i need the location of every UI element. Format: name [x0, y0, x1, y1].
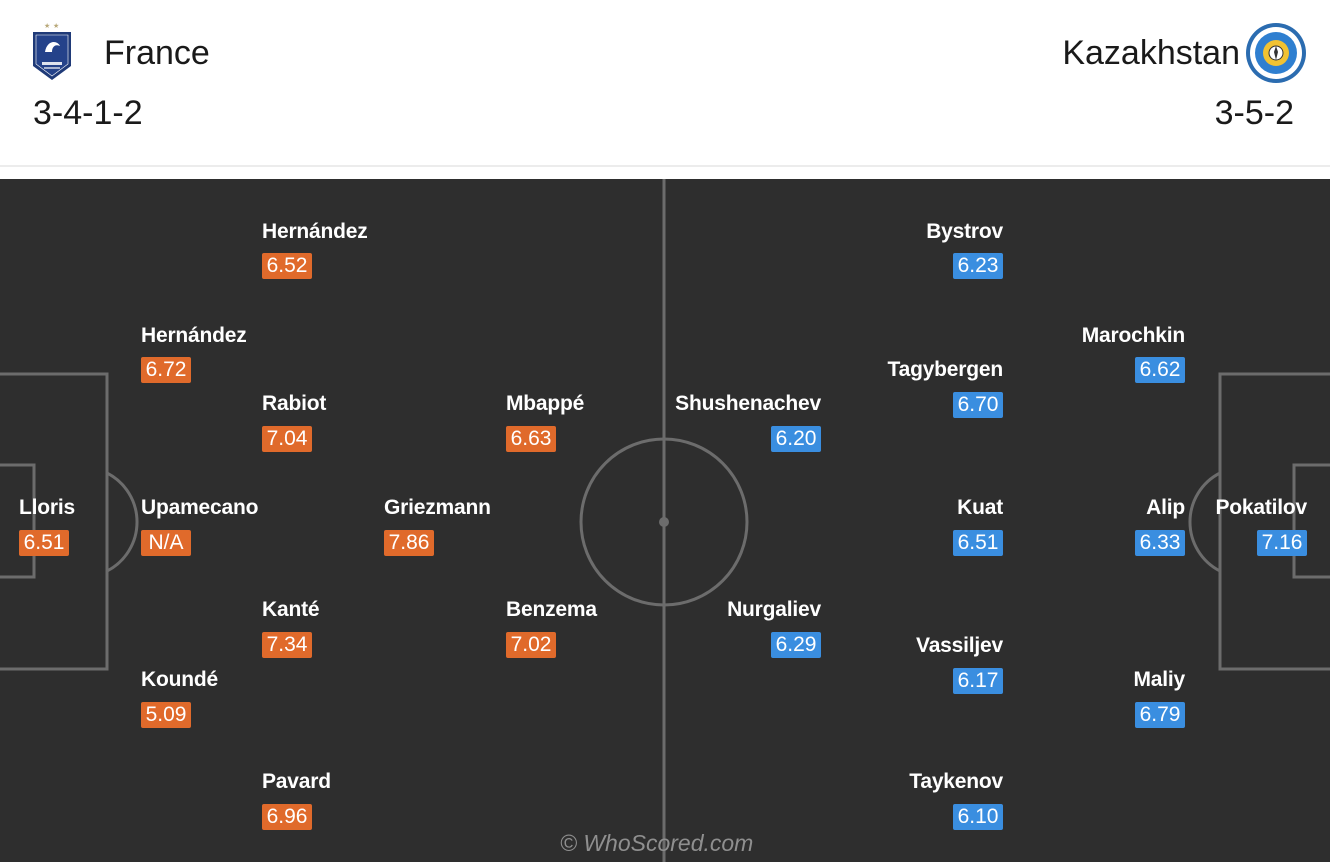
player-name: Lloris — [19, 496, 75, 519]
player-name: Vassiljev — [916, 634, 1003, 657]
player-name: Kuat — [957, 496, 1003, 519]
player-rating: 7.02 — [506, 632, 556, 658]
svg-text:★: ★ — [53, 22, 59, 30]
player-rating: 6.20 — [771, 426, 821, 452]
player-rating: 7.34 — [262, 632, 312, 658]
player-rating: 6.51 — [19, 530, 69, 556]
player-rating: 6.63 — [506, 426, 556, 452]
player-rating: 6.33 — [1135, 530, 1185, 556]
player-name: Pavard — [262, 770, 331, 793]
match-header: ★ ★ France 3-4-1-2 Kazakhstan 3-5-2 — [0, 0, 1330, 167]
player-name: Shushenachev — [675, 392, 821, 415]
player-name: Taykenov — [909, 770, 1003, 793]
player-rating: 6.62 — [1135, 357, 1185, 383]
player-name: Maliy — [1133, 668, 1185, 691]
player-rating: 6.79 — [1135, 702, 1185, 728]
player-name: Pokatilov — [1215, 496, 1307, 519]
france-fff-crest-icon: ★ ★ — [33, 22, 71, 80]
away-team-name[interactable]: Kazakhstan — [1062, 34, 1240, 72]
away-formation: 3-5-2 — [1214, 94, 1294, 132]
svg-text:★: ★ — [44, 22, 50, 30]
player-rating: 6.96 — [262, 804, 312, 830]
player-name: Marochkin — [1081, 324, 1185, 347]
player-rating: 6.51 — [953, 530, 1003, 556]
player-name: Rabiot — [262, 392, 327, 415]
player-rating: 6.10 — [953, 804, 1003, 830]
player-name: Alip — [1146, 496, 1185, 519]
player-rating: N/A — [141, 530, 191, 556]
watermark: © WhoScored.com — [560, 830, 754, 856]
player-name: Griezmann — [384, 496, 491, 519]
player-rating: 6.52 — [262, 253, 312, 279]
player-rating: 5.09 — [141, 702, 191, 728]
player-rating: 7.86 — [384, 530, 434, 556]
home-formation: 3-4-1-2 — [33, 94, 143, 132]
player-name: Koundé — [141, 668, 218, 691]
player-name: Benzema — [506, 598, 597, 621]
player-rating: 6.72 — [141, 357, 191, 383]
player-name: Upamecano — [141, 496, 259, 519]
player-rating: 6.29 — [771, 632, 821, 658]
player-name: Hernández — [262, 220, 368, 243]
pitch-lines — [0, 179, 1330, 862]
player-name: Mbappé — [506, 392, 585, 415]
player-rating: 6.17 — [953, 668, 1003, 694]
player-rating: 6.70 — [953, 392, 1003, 418]
player-rating: 7.16 — [1257, 530, 1307, 556]
player-name: Tagybergen — [887, 358, 1004, 381]
kazakhstan-football-union-crest-icon — [1246, 23, 1306, 83]
player-rating: 7.04 — [262, 426, 312, 452]
home-team-name[interactable]: France — [104, 34, 210, 72]
player-name: Nurgaliev — [727, 598, 821, 621]
pitch: Hernández 6.52 Hernández 6.72 Rabiot 7.0… — [0, 179, 1330, 862]
player-rating: 6.23 — [953, 253, 1003, 279]
player-name: Hernández — [141, 324, 247, 347]
player-name: Bystrov — [926, 220, 1003, 243]
player-name: Kanté — [262, 598, 320, 621]
